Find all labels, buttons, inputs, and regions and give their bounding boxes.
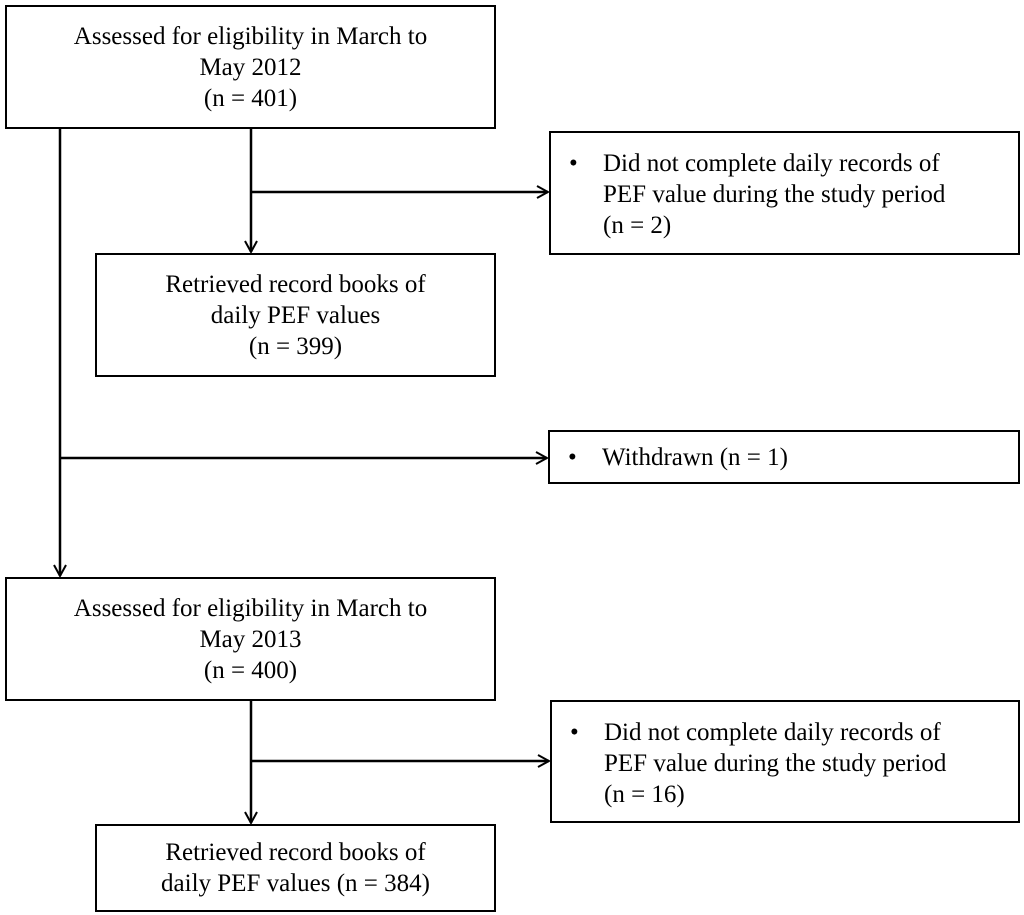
assessed-2012-line-2: May 2012 xyxy=(199,53,302,81)
retrieved-2012-line-1: Retrieved record books of xyxy=(165,270,426,298)
bullet: • xyxy=(570,719,579,746)
retrieved-2013-line-2: daily PEF values (n = 384) xyxy=(161,870,430,897)
withdrawn-box: • Withdrawn (n = 1) xyxy=(548,430,1020,484)
assessed-2013-line-1: Assessed for eligibility in March to xyxy=(73,594,428,622)
retrieved-2012-line-3: (n = 399) xyxy=(248,332,343,360)
bullet: • xyxy=(569,150,578,177)
bullet: • xyxy=(568,443,577,471)
assessed-2013-line-2: May 2013 xyxy=(199,625,302,653)
exclusion-2013-line-1: Did not complete daily records of xyxy=(604,719,941,746)
exclusion-2013-line-2: PEF value during the study period xyxy=(604,750,947,777)
retrieved-2012-box: Retrieved record books of daily PEF valu… xyxy=(95,253,496,377)
assessed-2012-line-3: (n = 401) xyxy=(203,84,298,112)
retrieved-2013-line-1: Retrieved record books of xyxy=(165,839,426,866)
assessed-2012-box: Assessed for eligibility in March to May… xyxy=(5,5,496,129)
assessed-2012-line-1: Assessed for eligibility in March to xyxy=(73,22,428,50)
exclusion-2013-line-3: (n = 16) xyxy=(604,781,685,808)
assessed-2013-line-3: (n = 400) xyxy=(203,656,298,684)
exclusion-2012-line-2: PEF value during the study period xyxy=(603,181,946,208)
exclusion-2012-box: • Did not complete daily records of PEF … xyxy=(549,131,1020,255)
retrieved-2012-line-2: daily PEF values xyxy=(210,301,381,329)
assessed-2013-box: Assessed for eligibility in March to May… xyxy=(5,577,496,701)
exclusion-2013-box: • Did not complete daily records of PEF … xyxy=(550,700,1020,823)
exclusion-2012-line-3: (n = 2) xyxy=(603,212,672,239)
retrieved-2013-box: Retrieved record books of daily PEF valu… xyxy=(95,824,496,912)
exclusion-2012-line-1: Did not complete daily records of xyxy=(603,150,940,177)
withdrawn-label: Withdrawn (n = 1) xyxy=(602,443,788,471)
